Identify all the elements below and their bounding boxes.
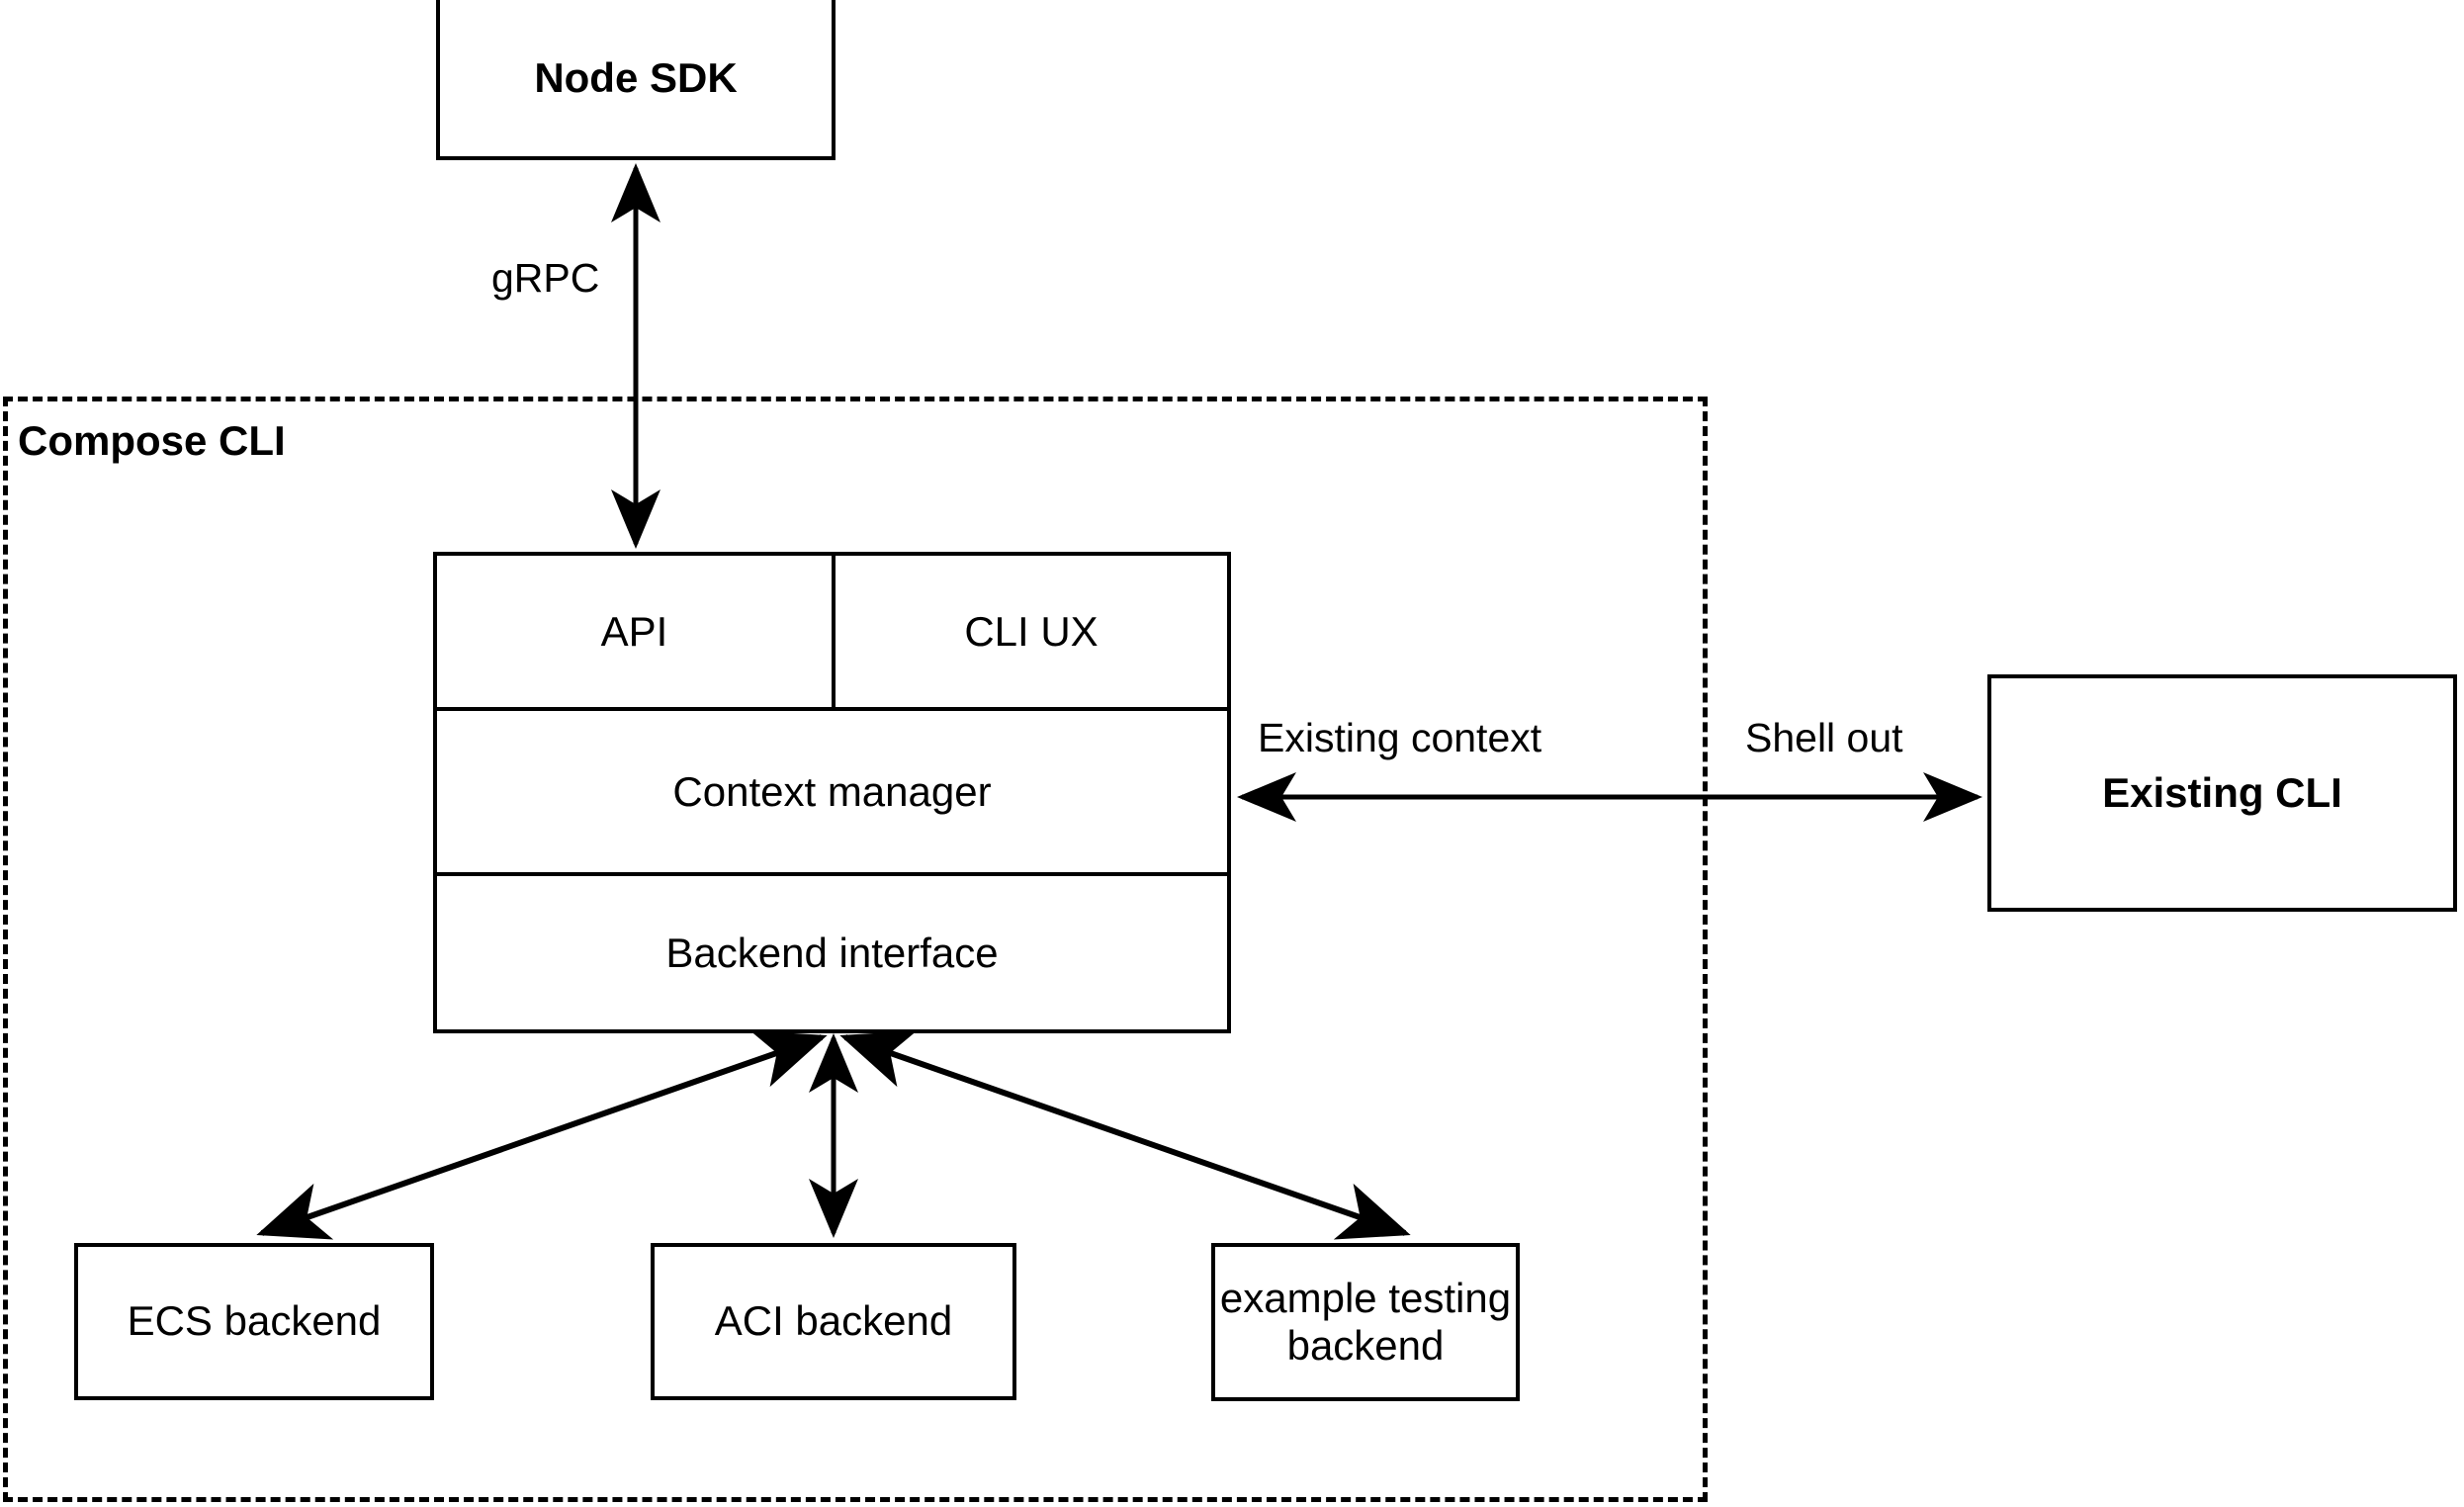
stack-cell-context-manager[interactable]: Context manager — [672, 767, 992, 815]
stack-divider-vertical — [832, 552, 836, 707]
stack-cell-backend-interface[interactable]: Backend interface — [665, 929, 999, 976]
aci-backend-box[interactable]: ACI backend — [651, 1243, 1016, 1400]
example-testing-backend-box[interactable]: example testing backend — [1211, 1243, 1520, 1401]
node-sdk-box[interactable]: Node SDK — [436, 0, 836, 160]
stack-divider-row-2 — [433, 872, 1231, 876]
stack-cell-api[interactable]: API — [600, 607, 668, 655]
edge-label-grpc: gRPC — [491, 255, 600, 301]
compose-cli-group-boundary — [3, 397, 1708, 1502]
stack-cell-cli-ux[interactable]: CLI UX — [964, 607, 1099, 655]
ecs-backend-box[interactable]: ECS backend — [74, 1243, 434, 1400]
edge-label-shell-out: Shell out — [1745, 715, 1903, 760]
edge-label-existing-context: Existing context — [1258, 715, 1542, 760]
existing-cli-box[interactable]: Existing CLI — [1987, 674, 2457, 912]
compose-cli-group-label: Compose CLI — [18, 417, 286, 464]
stack-divider-row-1 — [433, 707, 1231, 711]
